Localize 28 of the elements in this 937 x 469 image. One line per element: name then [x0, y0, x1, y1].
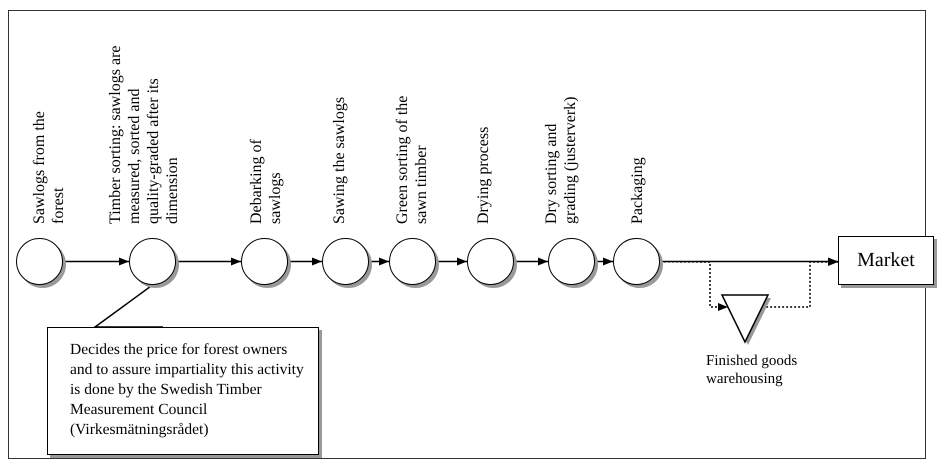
process-circle — [241, 238, 288, 285]
storage-triangle — [722, 295, 768, 342]
arrow — [660, 258, 838, 266]
step-label: Packaging — [628, 156, 647, 224]
arrow — [595, 258, 613, 266]
step-label: Drying process — [474, 126, 493, 224]
process-circle — [389, 238, 436, 285]
process-circle — [613, 238, 660, 285]
process-circle — [548, 238, 595, 285]
arrow — [436, 258, 467, 266]
process-circle — [129, 238, 176, 285]
process-circle — [322, 238, 369, 285]
callout-box: Decides the price for forest owners and to assure impartiality this activity is done by the Swedish Timber Measurement Council (Virkesmätningsrådet) — [47, 327, 319, 455]
arrow — [514, 258, 548, 266]
process-circle — [467, 238, 514, 285]
process-box: Market — [838, 236, 934, 285]
step-label: Sawing the sawlogs — [330, 96, 349, 224]
leader-line — [92, 284, 163, 328]
arrow — [288, 258, 322, 266]
step-label: Dry sorting and grading (justerverk) — [542, 95, 580, 224]
arrow — [63, 258, 129, 266]
step-label: Timber sorting: sawlogs are measured, sorted and quality-graded after its dimension — [106, 44, 182, 224]
arrow — [176, 258, 241, 266]
step-label: Green sorting of the sawn timber — [393, 94, 431, 224]
process-circle — [16, 238, 63, 285]
step-label: Finished goods warehousing — [706, 352, 798, 388]
step-label: Sawlogs from the forest — [30, 110, 68, 224]
step-label: Debarking of sawlogs — [247, 138, 285, 224]
